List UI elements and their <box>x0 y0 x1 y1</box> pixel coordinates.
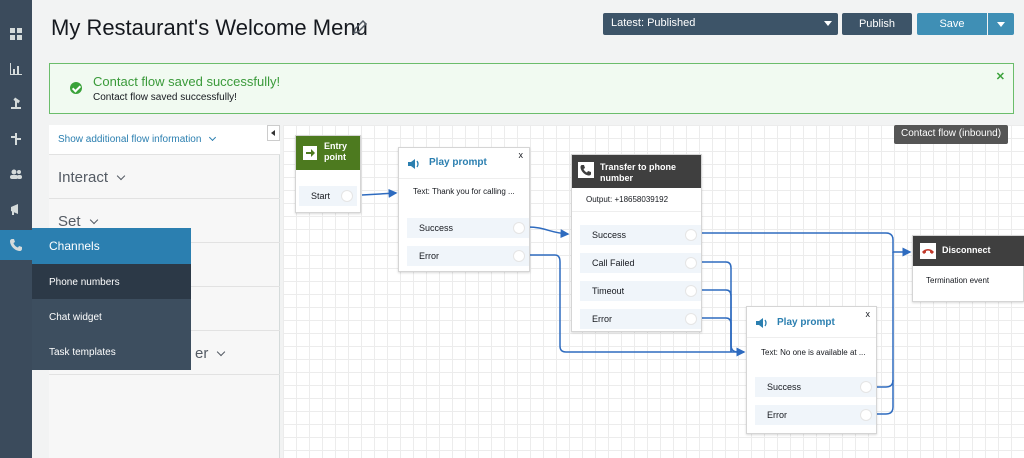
routing-icon[interactable] <box>0 89 32 119</box>
disconnect-header: Disconnect <box>913 236 1024 266</box>
port-label: Error <box>767 410 787 420</box>
group-label: Interact <box>58 169 109 186</box>
port-success[interactable]: Success <box>580 225 701 245</box>
menu-item-phone-numbers[interactable]: Phone numbers <box>32 264 191 299</box>
page-title: My Restaurant's Welcome Menu <box>51 15 368 40</box>
publish-button[interactable]: Publish <box>842 13 912 35</box>
port-start[interactable]: Start <box>299 186 357 206</box>
connector-dot[interactable] <box>685 229 697 241</box>
metrics-icon[interactable] <box>0 54 32 84</box>
block-text: Output: +18658039192 <box>586 195 669 204</box>
group-interact[interactable]: Interact <box>49 155 280 199</box>
block-title: Transfer to phone number <box>600 162 677 183</box>
panel-header: Show additional flow information <box>49 125 280 155</box>
chevron-down-icon <box>89 215 98 225</box>
port-label: Error <box>592 314 612 324</box>
transfer-header: Transfer to phone number <box>572 155 701 188</box>
speaker-icon <box>756 318 767 328</box>
transfer-block[interactable]: Transfer to phone number Output: +186580… <box>571 154 702 332</box>
port-label: Call Failed <box>592 258 635 268</box>
users-icon[interactable] <box>0 159 32 189</box>
block-text: Termination event <box>926 276 990 285</box>
entry-title: Entry point <box>324 141 348 162</box>
check-circle-icon <box>70 82 82 94</box>
port-label: Start <box>311 191 331 201</box>
speaker-icon <box>408 159 419 169</box>
version-select[interactable]: Latest: Published <box>603 13 838 35</box>
connector-dot[interactable] <box>685 285 697 297</box>
menu-item-task-templates[interactable]: Task templates <box>49 347 116 358</box>
connector-dot[interactable] <box>860 409 872 421</box>
close-icon[interactable]: x <box>865 309 871 319</box>
divider <box>747 337 876 338</box>
edit-pencil-icon[interactable] <box>352 19 368 35</box>
menu-item-chat-widget[interactable]: Chat widget <box>49 312 102 323</box>
channels-menu: Channels Phone numbers Chat widget Task … <box>32 228 191 370</box>
chevron-down-icon <box>209 133 217 142</box>
block-text: Text: Thank you for calling ... <box>413 187 515 196</box>
disconnect-block[interactable]: Disconnect Termination event <box>912 235 1024 302</box>
port-label: Success <box>592 230 627 240</box>
alert-title: Contact flow saved successfully! <box>93 74 281 89</box>
group-label: er <box>195 345 209 362</box>
flow-info-label: Show additional flow information <box>58 134 202 145</box>
connector-dot[interactable] <box>860 381 872 393</box>
phone-transfer-icon <box>578 162 594 178</box>
port-error[interactable]: Error <box>755 405 876 425</box>
channels-phone-icon[interactable] <box>0 230 32 260</box>
divider <box>572 211 701 212</box>
hang-up-icon <box>920 243 936 259</box>
group-label: Set <box>58 213 81 230</box>
block-title: Play prompt <box>777 317 835 328</box>
version-select-label: Latest: Published <box>611 17 696 29</box>
menu-header-channels[interactable]: Channels <box>32 228 191 264</box>
arrow-right-icon <box>303 146 317 160</box>
group-partial[interactable]: er <box>49 331 280 375</box>
collapse-panel-button[interactable] <box>267 125 280 141</box>
connector-dot[interactable] <box>685 257 697 269</box>
entry-point-block[interactable]: Entry point Start <box>295 135 361 213</box>
port-success[interactable]: Success <box>407 218 529 238</box>
left-navigation <box>0 0 32 458</box>
connector-dot[interactable] <box>513 222 525 234</box>
block-title: Play prompt <box>429 157 487 168</box>
dashboard-icon[interactable] <box>0 19 32 49</box>
connector-dot[interactable] <box>513 250 525 262</box>
port-label: Timeout <box>592 286 625 296</box>
divider <box>399 178 529 179</box>
block-title: Disconnect <box>942 245 991 255</box>
alert-body: Contact flow saved successfully! <box>93 92 237 103</box>
flows-icon[interactable] <box>0 124 32 154</box>
port-timeout[interactable]: Timeout <box>580 281 701 301</box>
close-icon[interactable]: x <box>518 150 524 160</box>
flow-info-link[interactable]: Show additional flow information <box>58 133 217 145</box>
chevron-down-icon <box>824 21 832 26</box>
entry-header: Entry point <box>296 136 360 170</box>
port-call-failed[interactable]: Call Failed <box>580 253 701 273</box>
port-label: Error <box>419 251 439 261</box>
port-label: Success <box>419 223 454 233</box>
connector-dot[interactable] <box>685 313 697 325</box>
megaphone-icon[interactable] <box>0 194 32 224</box>
port-error[interactable]: Error <box>580 309 701 329</box>
port-label: Success <box>767 382 802 392</box>
connector-dot[interactable] <box>341 190 353 202</box>
chevron-down-icon <box>997 22 1005 27</box>
success-alert: Contact flow saved successfully! Contact… <box>49 63 1014 114</box>
flow-type-badge: Contact flow (inbound) <box>894 125 1009 144</box>
port-error[interactable]: Error <box>407 246 529 266</box>
play-prompt-block[interactable]: Play prompt x Text: Thank you for callin… <box>398 147 530 272</box>
save-button[interactable]: Save <box>917 13 987 35</box>
play-prompt-block-2[interactable]: Play prompt x Text: No one is available … <box>746 306 877 434</box>
close-icon[interactable]: ✕ <box>995 71 1005 83</box>
chevron-down-icon <box>116 171 126 181</box>
save-options-button[interactable] <box>988 13 1014 35</box>
port-success[interactable]: Success <box>755 377 876 397</box>
block-text: Text: No one is available at ... <box>761 348 866 357</box>
chevron-down-icon <box>217 347 226 357</box>
